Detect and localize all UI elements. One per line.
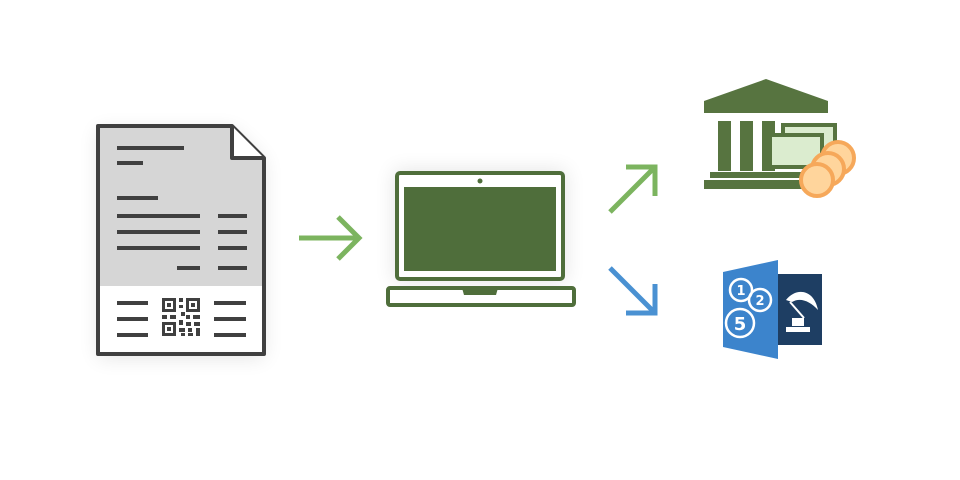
numbered-coins-icon (724, 277, 773, 339)
coin-digit: 5 (734, 314, 747, 335)
invoice-folded-corner (230, 126, 264, 160)
app-dark-panel (776, 274, 822, 345)
invoice-with-qr-code-icon (96, 124, 266, 358)
coin-digit: 2 (755, 294, 764, 309)
invoice-slip-lines (117, 301, 246, 337)
bank-with-coins-icon (704, 79, 856, 198)
bank-column (740, 121, 753, 171)
laptop-camera (477, 178, 483, 184)
coins-icon (799, 140, 856, 198)
arrow-down-right-icon (608, 266, 658, 316)
laptop-icon (386, 170, 576, 307)
accounting-software-icon: 1 5 2 (723, 260, 822, 359)
coin-digit: 1 (736, 284, 745, 299)
app-light-panel (723, 260, 778, 359)
arrow-up-right-icon (608, 164, 658, 214)
qr-code-icon (162, 298, 200, 336)
bank-column (718, 121, 731, 171)
laptop-trackpad-notch (462, 288, 498, 295)
bank-roof (704, 79, 828, 101)
invoice-text-lines (117, 146, 247, 270)
quill-and-inkwell-icon (786, 291, 818, 332)
invoice-outline (96, 124, 266, 356)
arrow-right-icon (299, 215, 363, 261)
laptop-screen (404, 187, 556, 271)
